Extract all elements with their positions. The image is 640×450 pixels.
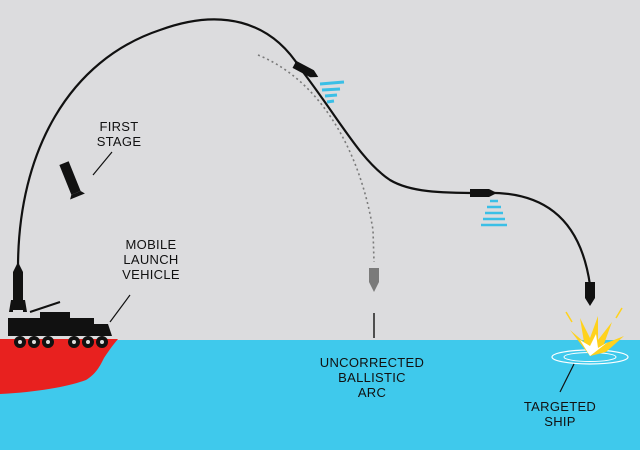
radar-cone-apex-icon <box>319 80 345 104</box>
mobile-launch-vehicle-label: MOBILE LAUNCH VEHICLE <box>122 237 180 282</box>
ship-explosion-icon <box>551 307 629 365</box>
first-stage-icon <box>59 161 85 200</box>
launch-missile-icon <box>9 262 27 312</box>
first-stage-label: FIRST STAGE <box>96 119 142 149</box>
sea <box>0 340 640 450</box>
uncorrected-ballistic-arc-label: UNCORRECTED BALLISTIC ARC <box>319 355 425 400</box>
ship-pointer <box>559 363 575 393</box>
radar-cone-level-icon <box>481 199 507 227</box>
launch-vehicle-pointer <box>109 294 131 323</box>
uncorrected-ballistic-arc <box>257 54 375 263</box>
land <box>0 339 118 394</box>
targeted-ship-label: TARGETED SHIP <box>523 399 597 429</box>
uncorrected-warhead-icon <box>369 268 379 292</box>
terminal-warhead-icon <box>585 282 595 306</box>
first-stage-pointer <box>92 151 113 176</box>
missile-level-icon <box>470 189 497 197</box>
launch-vehicle-icon <box>8 301 112 348</box>
guided-trajectory <box>16 18 592 286</box>
missile-apex-icon <box>292 60 319 78</box>
